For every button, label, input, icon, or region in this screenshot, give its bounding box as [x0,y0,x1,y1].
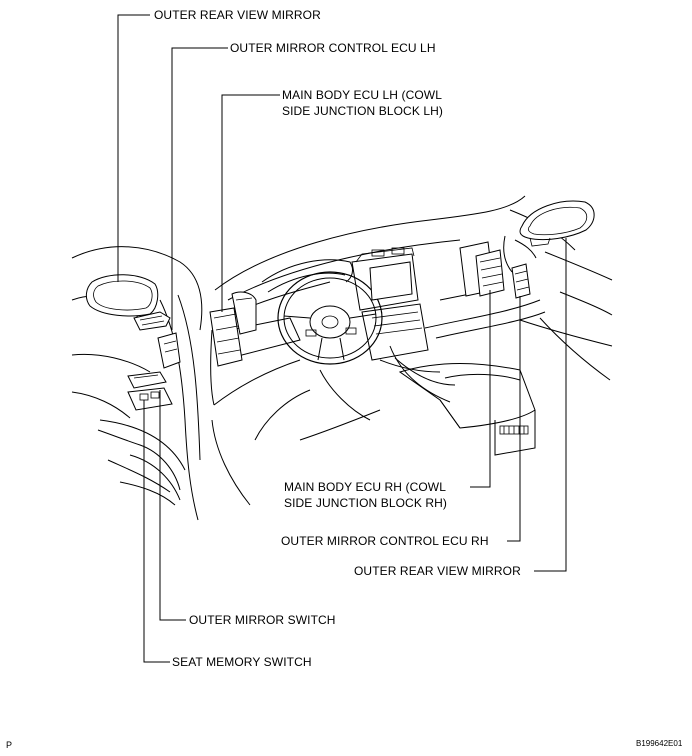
center-armrest [398,363,536,456]
leader-lines [117,14,567,663]
page-marker: P [6,740,13,750]
left-mirror-control-ecu-part [133,311,181,369]
door-switch-panel [127,371,173,411]
label-main-body-ecu-lh-line2: SIDE JUNCTION BLOCK LH) [282,104,443,118]
label-outer-mirror-switch: OUTER MIRROR SWITCH [189,613,336,627]
label-main-body-ecu-lh-line1: MAIN BODY ECU LH (COWL [282,88,442,102]
label-outer-mirror-control-ecu-lh: OUTER MIRROR CONTROL ECU LH [230,41,436,55]
right-outer-rear-view-mirror [519,200,595,247]
left-door [71,246,203,521]
center-console [351,247,456,386]
label-seat-memory-switch: SEAT MEMORY SWITCH [172,655,312,669]
right-mirror-control-ecu-part [511,263,531,299]
left-outer-rear-view-mirror [85,274,159,317]
label-outer-rear-view-mirror-rh: OUTER REAR VIEW MIRROR [354,564,521,578]
main-body-ecu-lh [209,291,257,367]
figure-code: B199642E01 [636,739,683,748]
label-outer-mirror-control-ecu-rh: OUTER MIRROR CONTROL ECU RH [281,534,489,548]
label-main-body-ecu-rh-line1: MAIN BODY ECU RH (COWL [284,480,446,494]
label-outer-rear-view-mirror-lh: OUTER REAR VIEW MIRROR [154,8,321,22]
dashboard [210,195,546,506]
main-body-ecu-rh [459,241,505,297]
steering-wheel [277,271,383,365]
label-main-body-ecu-rh-line2: SIDE JUNCTION BLOCK RH) [284,496,447,510]
